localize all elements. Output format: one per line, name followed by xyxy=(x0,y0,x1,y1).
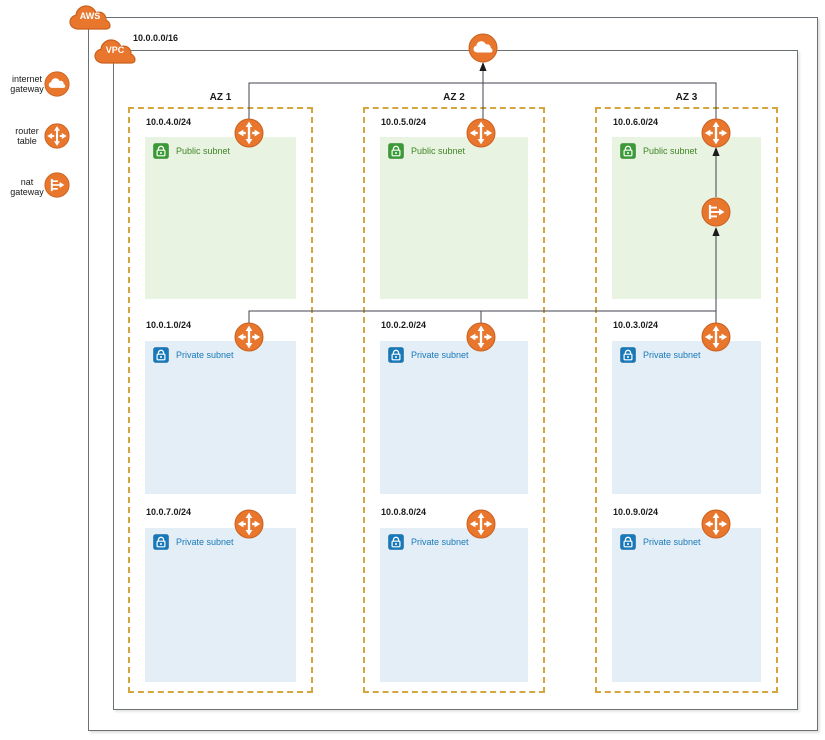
router-table-icon xyxy=(465,117,497,149)
router-table-icon xyxy=(700,117,732,149)
availability-zone-2: AZ 2 10.0.5.0/24 Public subnet 10.0.2.0/… xyxy=(363,92,545,693)
nat-gateway-icon xyxy=(43,171,71,199)
vpc-cloud-icon: VPC xyxy=(93,37,137,67)
internet-gateway-icon xyxy=(44,71,70,97)
public-subnet-lock-icon xyxy=(153,143,169,159)
private-subnet: Private subnet xyxy=(612,528,761,682)
subnet-cidr: 10.0.2.0/24 xyxy=(381,320,427,330)
subnet-cidr: 10.0.3.0/24 xyxy=(613,320,659,330)
router-table-icon xyxy=(700,321,732,353)
subnet-type-label: Private subnet xyxy=(176,537,234,547)
availability-zone-1: AZ 1 10.0.4.0/24 Public subnet 10.0.1.0/… xyxy=(128,92,313,693)
az-label: AZ 3 xyxy=(675,92,698,103)
subnet-cidr: 10.0.1.0/24 xyxy=(146,320,192,330)
subnet-type-label: Private subnet xyxy=(411,537,469,547)
subnet-type-label: Public subnet xyxy=(411,146,466,156)
public-subnet: Public subnet xyxy=(380,137,528,299)
router-table-icon xyxy=(233,321,265,353)
subnet-cidr: 10.0.8.0/24 xyxy=(381,507,427,517)
router-table-icon xyxy=(233,117,265,149)
router-table-icon xyxy=(465,508,497,540)
private-subnet-lock-icon xyxy=(153,534,169,550)
router-table-icon xyxy=(233,508,265,540)
private-subnet-lock-icon xyxy=(388,534,404,550)
router-table-icon xyxy=(700,508,732,540)
subnet-cidr: 10.0.4.0/24 xyxy=(146,117,192,127)
subnet-type-label: Private subnet xyxy=(643,350,701,360)
private-subnet-lock-icon xyxy=(388,347,404,363)
aws-cloud-icon: AWS xyxy=(68,3,112,33)
vpc-label: VPC xyxy=(105,45,125,55)
private-subnet-lock-icon xyxy=(620,347,636,363)
router-table-icon xyxy=(465,321,497,353)
private-subnet: Private subnet xyxy=(612,341,761,494)
private-subnet-lock-icon xyxy=(153,347,169,363)
private-subnet: Private subnet xyxy=(145,341,296,494)
aws-label: AWS xyxy=(79,11,101,21)
availability-zone-3: AZ 3 10.0.6.0/24 Public subnet 10.0.3.0/… xyxy=(595,92,778,693)
subnet-cidr: 10.0.7.0/24 xyxy=(146,507,192,517)
subnet-cidr: 10.0.5.0/24 xyxy=(381,117,427,127)
public-subnet-lock-icon xyxy=(620,143,636,159)
subnet-type-label: Public subnet xyxy=(643,146,698,156)
subnet-cidr: 10.0.9.0/24 xyxy=(613,507,659,517)
az-label: AZ 1 xyxy=(209,92,232,103)
private-subnet: Private subnet xyxy=(380,528,528,682)
subnet-cidr: 10.0.6.0/24 xyxy=(613,117,659,127)
private-subnet-lock-icon xyxy=(620,534,636,550)
nat-gateway-icon xyxy=(700,196,732,228)
public-subnet: Public subnet xyxy=(612,137,761,299)
public-subnet: Public subnet xyxy=(145,137,296,299)
internet-gateway-icon xyxy=(468,33,498,63)
subnet-type-label: Private subnet xyxy=(176,350,234,360)
router-table-icon xyxy=(43,122,71,150)
public-subnet-lock-icon xyxy=(388,143,404,159)
subnet-type-label: Public subnet xyxy=(176,146,231,156)
subnet-type-label: Private subnet xyxy=(643,537,701,547)
vpc-cidr-label: 10.0.0.0/16 xyxy=(133,33,179,43)
subnet-type-label: Private subnet xyxy=(411,350,469,360)
private-subnet: Private subnet xyxy=(380,341,528,494)
private-subnet: Private subnet xyxy=(145,528,296,682)
az-label: AZ 2 xyxy=(443,92,465,103)
